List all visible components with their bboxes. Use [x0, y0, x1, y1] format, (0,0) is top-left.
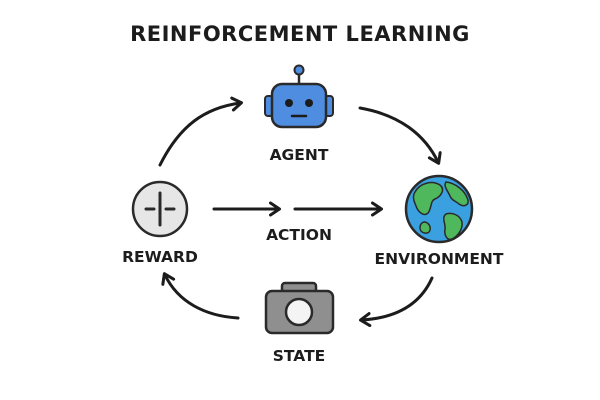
globe-icon: [404, 174, 474, 244]
diagram-title: REINFORCEMENT LEARNING: [130, 22, 470, 46]
camera-icon: [264, 281, 335, 335]
arrow-environment-to-state: [359, 276, 434, 328]
arrow-state-to-reward: [161, 272, 240, 320]
arrow-agent-to-environment: [358, 106, 442, 165]
robot-icon: [264, 64, 334, 129]
arrow-reward-to-agent: [158, 96, 243, 167]
environment-label: ENVIRONMENT: [374, 250, 504, 268]
state-label: STATE: [272, 347, 326, 365]
reward-icon: [131, 180, 189, 238]
agent-label: AGENT: [269, 146, 329, 164]
reward-label: REWARD: [122, 248, 198, 266]
action-label: ACTION: [266, 226, 332, 244]
